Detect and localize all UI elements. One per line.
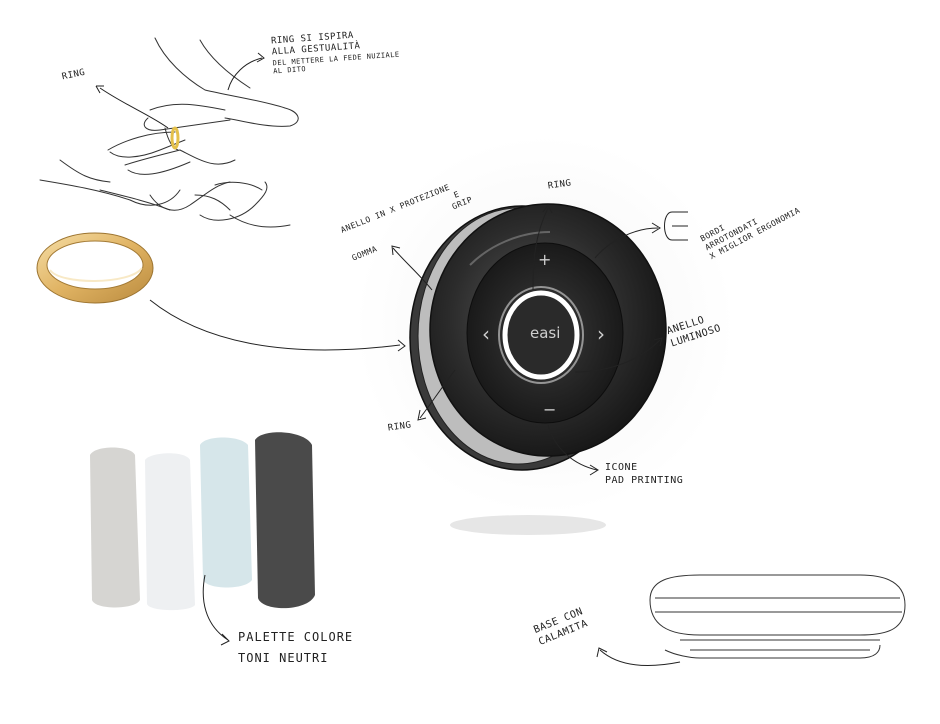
volume-down-icon[interactable]: − (543, 400, 557, 419)
icons-line-2: PAD PRINTING (605, 474, 684, 486)
base-illustration (649, 574, 906, 659)
icons-line-1: ICONE (605, 462, 638, 473)
palette-line-1: PALETTE COLORE (238, 630, 354, 644)
gold-ring-illustration (36, 232, 154, 304)
color-palette (90, 432, 315, 611)
palette-arrow (202, 574, 229, 641)
next-icon[interactable]: › (597, 322, 605, 346)
previous-icon[interactable]: ‹ (482, 322, 490, 346)
volume-up-icon[interactable]: + (538, 250, 552, 269)
label-palette: PALETTE COLORE TONI NEUTRI (238, 630, 353, 666)
finger-ring-icon (170, 126, 180, 150)
palette-line-2: TONI NEUTRI (238, 651, 329, 665)
device-logo: easi (530, 324, 561, 342)
hands-sketch (39, 37, 299, 228)
easi-device (409, 203, 667, 471)
label-icons: ICONE PAD PRINTING (605, 462, 683, 487)
